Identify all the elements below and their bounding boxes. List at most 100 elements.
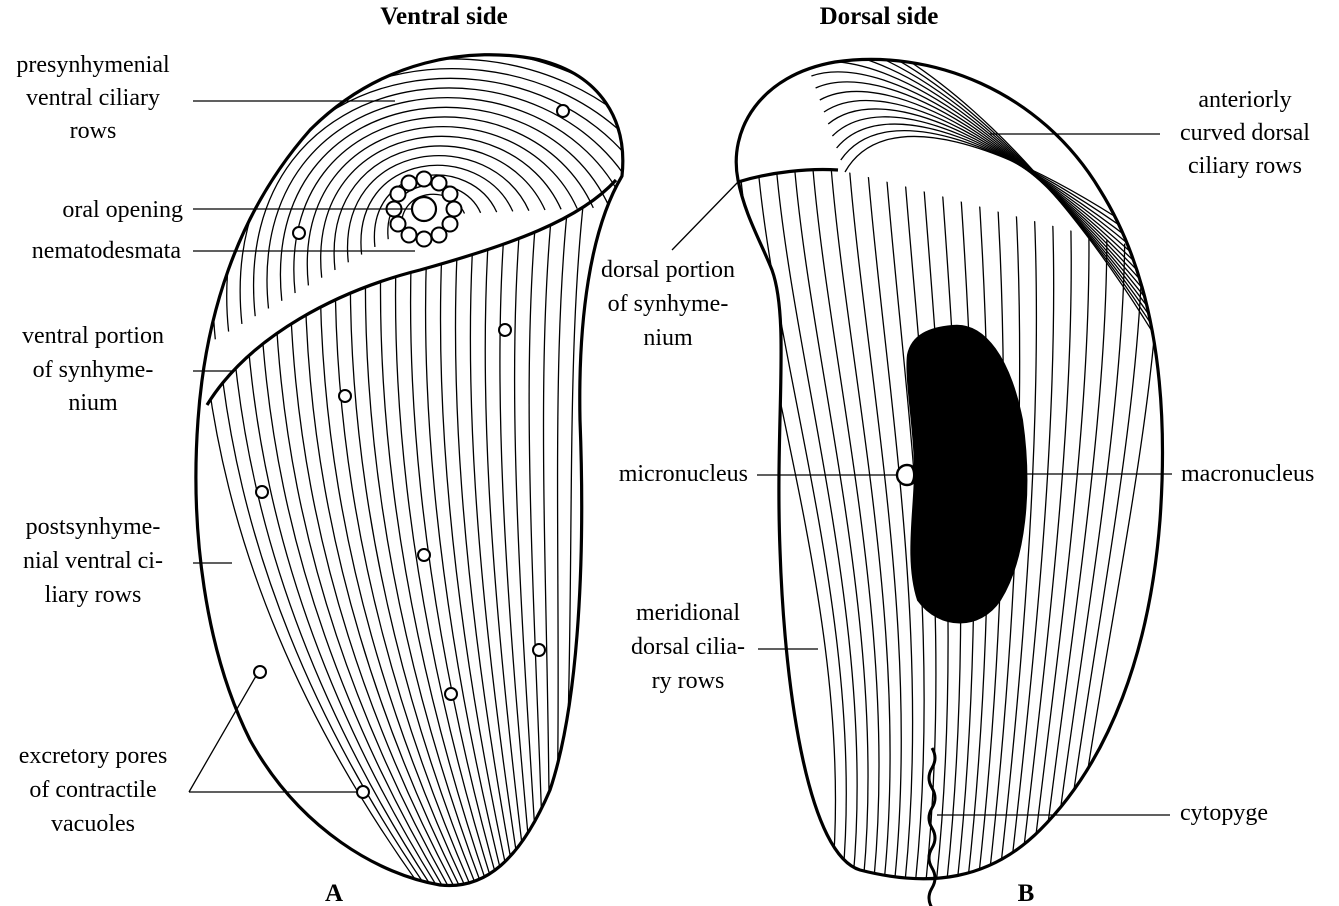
svg-text:ciliary rows: ciliary rows	[1188, 153, 1302, 179]
ciliary-row	[794, 59, 1163, 405]
ciliary-row	[798, 59, 1163, 395]
nematodesma	[389, 215, 407, 233]
label-presynhymenial: presynhymenial ventral ciliary rows	[16, 52, 395, 144]
excretory-pore	[338, 389, 352, 403]
label-line: micronucleus	[619, 461, 748, 487]
ciliary-row	[513, 149, 540, 886]
ciliary-row	[559, 149, 591, 886]
label-macronucleus: macronucleus	[1020, 461, 1314, 487]
ciliary-row	[266, 97, 623, 309]
ciliary-row	[1006, 169, 1055, 879]
nematodesma	[445, 200, 463, 218]
svg-text:nium: nium	[643, 325, 693, 351]
svg-text:dorsal portion: dorsal portion	[601, 257, 735, 283]
ventral-title: Ventral side	[380, 3, 508, 30]
svg-text:anteriorly: anteriorly	[1198, 87, 1291, 113]
macronucleus	[906, 324, 1028, 624]
label-line: presynhymenial	[16, 52, 170, 78]
ciliary-row	[827, 108, 1163, 319]
leader-excretory-pores-a	[188, 675, 257, 793]
ciliary-row	[346, 155, 530, 263]
ventral-upper-field	[195, 54, 623, 420]
label-line: meridional	[636, 600, 740, 626]
label-line: dorsal portion	[601, 257, 735, 283]
dorsal-synhymenium-line	[737, 167, 839, 184]
label-line: macronucleus	[1181, 461, 1314, 487]
ciliary-row	[252, 87, 623, 317]
dorsal-upper-field	[736, 59, 1163, 260]
excretory-pore	[498, 323, 512, 337]
ciliary-row	[1069, 169, 1162, 879]
svg-text:ry rows: ry rows	[652, 668, 725, 694]
label-line: nial ventral ci-	[23, 548, 163, 574]
leader-dorsal-synhymenium	[671, 181, 739, 251]
ciliary-row	[306, 126, 578, 286]
excretory-pore	[556, 104, 570, 118]
label-line: nium	[643, 325, 693, 351]
nematodesma	[441, 215, 459, 233]
svg-text:curved dorsal: curved dorsal	[1180, 120, 1310, 146]
dorsal-panel: Dorsal side anteriorly curved dorsal cil…	[601, 3, 1314, 906]
svg-text:dorsal cilia-: dorsal cilia-	[631, 634, 745, 660]
ciliary-row	[333, 145, 546, 271]
label-meridional: meridional dorsal cilia- ry rows	[631, 600, 818, 694]
ciliary-row	[812, 169, 880, 879]
nematodesma	[400, 226, 418, 244]
ciliary-row	[279, 106, 610, 301]
nematodesma	[441, 185, 459, 203]
ciliary-row	[360, 164, 514, 255]
label-line: vacuoles	[51, 811, 135, 837]
panel-letter-b: B	[1018, 880, 1035, 906]
ciliary-row	[293, 116, 594, 294]
excretory-pore	[292, 226, 306, 240]
nematodesma	[430, 174, 448, 192]
nematodesma	[400, 174, 418, 192]
label-line: ventral ciliary	[26, 85, 160, 111]
oral-opening	[410, 195, 438, 223]
ciliary-row	[790, 59, 1163, 416]
label-line: excretory pores	[19, 743, 168, 769]
ventral-synhymenium-line	[205, 178, 618, 406]
ciliary-row	[996, 169, 1038, 879]
nematodesma	[415, 170, 433, 188]
label-line: ciliary rows	[1188, 153, 1302, 179]
ciliary-row	[811, 71, 1163, 362]
ciliary-row	[823, 99, 1163, 330]
label-line: ry rows	[652, 668, 725, 694]
label-line: ventral portion	[22, 323, 164, 349]
label-ventral-synhymenium: ventral portion of synhyme- nium	[22, 323, 232, 416]
label-line: of synhyme-	[608, 291, 729, 317]
ciliary-row	[802, 59, 1163, 384]
excretory-pores	[253, 104, 570, 799]
ciliary-row	[542, 149, 560, 886]
svg-text:rows: rows	[70, 118, 117, 144]
label-line: of contractile	[29, 777, 156, 803]
label-line: of synhyme-	[33, 357, 154, 383]
label-dorsal-synhymenium: dorsal portion of synhyme- nium	[601, 181, 739, 351]
label-line: cytopyge	[1180, 800, 1268, 826]
svg-text:meridional: meridional	[636, 600, 740, 626]
label-oral-opening: oral opening	[62, 197, 412, 223]
ciliary-row	[528, 149, 546, 886]
nematodesma	[389, 185, 407, 203]
nematodesma	[415, 230, 433, 248]
ventral-body-outline	[194, 53, 625, 888]
ciliary-row	[320, 135, 562, 278]
cytopyge	[927, 747, 937, 906]
excretory-pore	[356, 785, 370, 799]
svg-text:vacuoles: vacuoles	[51, 811, 135, 837]
label-anteriorly-curved: anteriorly curved dorsal ciliary rows	[990, 87, 1310, 179]
svg-text:postsynhyme-: postsynhyme-	[26, 514, 161, 540]
label-line: curved dorsal	[1180, 120, 1310, 146]
excretory-pore	[532, 643, 546, 657]
label-line: dorsal cilia-	[631, 634, 745, 660]
ciliary-row	[819, 90, 1163, 341]
label-postsynhymenial: postsynhyme- nial ventral ci- liary rows	[23, 514, 232, 608]
svg-text:nium: nium	[68, 390, 118, 416]
svg-text:ventral portion: ventral portion	[22, 323, 164, 349]
label-micronucleus: micronucleus	[619, 461, 897, 487]
ciliary-row	[757, 169, 848, 879]
excretory-pore	[417, 548, 431, 562]
excretory-pore	[255, 485, 269, 499]
ciliary-row	[1027, 169, 1090, 879]
